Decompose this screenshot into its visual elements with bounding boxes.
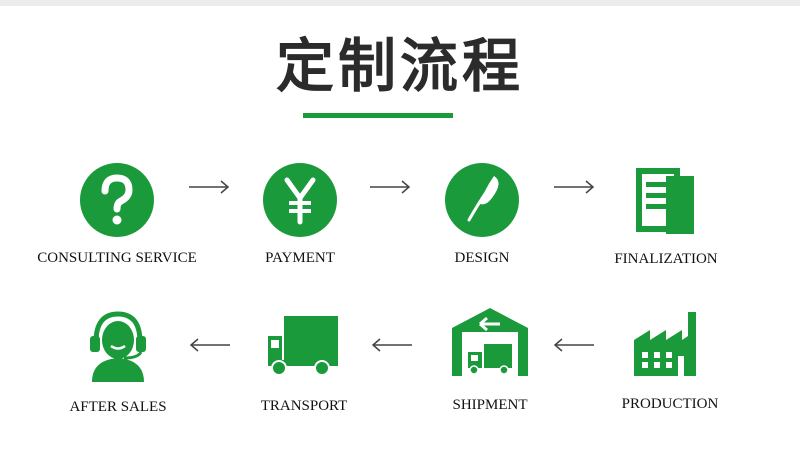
top-strip [0, 0, 800, 6]
step-label: PAYMENT [265, 250, 335, 266]
arrow-right-icon [370, 180, 411, 194]
step-label: PRODUCTION [621, 396, 719, 412]
question-mark-icon [77, 160, 157, 240]
step-label: SHIPMENT [452, 397, 528, 413]
step-label: TRANSPORT [260, 398, 348, 414]
page-title: 定制流程 [275, 32, 524, 100]
arrow-left-icon [553, 338, 594, 352]
step-label: FINALIZATION [614, 251, 718, 267]
arrow-right-icon [189, 180, 230, 194]
warehouse-truck-icon [450, 306, 530, 386]
arrow-left-icon [371, 338, 412, 352]
step-after-sales: AFTER SALES [18, 306, 218, 422]
arrow-left-icon [189, 338, 230, 352]
step-shipment: SHIPMENT [390, 306, 590, 422]
arrow-right-icon [554, 180, 595, 194]
step-transport: TRANSPORT [204, 306, 404, 422]
factory-icon [630, 306, 710, 386]
step-payment: PAYMENT [200, 160, 400, 272]
step-label: AFTER SALES [69, 399, 167, 415]
step-label: DESIGN [454, 250, 510, 266]
yen-icon [260, 160, 340, 240]
step-design: DESIGN [382, 160, 582, 272]
feather-pen-icon [442, 160, 522, 240]
step-consulting-service: CONSULTING SERVICE [17, 160, 217, 272]
step-label: CONSULTING SERVICE [37, 250, 197, 266]
document-icon [626, 160, 706, 240]
truck-icon [264, 306, 344, 386]
title-underline [303, 113, 453, 118]
headset-agent-icon [78, 306, 158, 386]
step-finalization: FINALIZATION [566, 160, 766, 272]
step-production: PRODUCTION [570, 306, 770, 422]
